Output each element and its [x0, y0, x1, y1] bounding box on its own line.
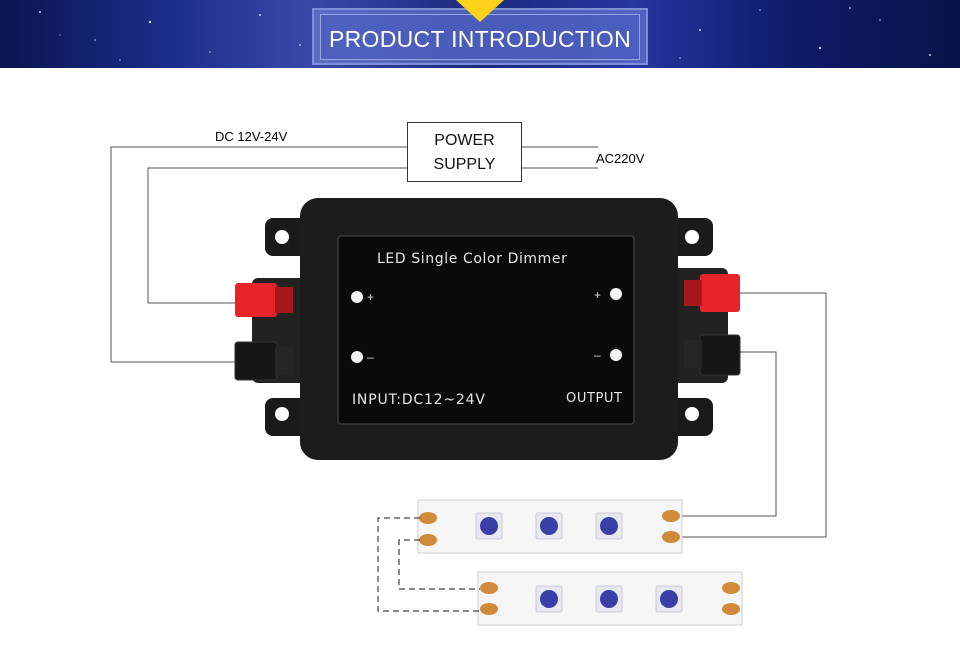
input-negative-terminal — [234, 341, 278, 381]
input-plus-symbol: + — [367, 290, 374, 304]
input-minus-symbol: – — [367, 350, 374, 364]
output-label: OUTPUT — [566, 391, 623, 406]
power-supply-line2: SUPPLY — [433, 156, 496, 173]
output-minus-dot — [610, 349, 622, 361]
title-pointer-triangle — [456, 0, 504, 22]
led-chip — [660, 590, 678, 608]
power-supply-box: POWER SUPPLY — [407, 122, 522, 182]
input-voltage-label: INPUT:DC12~24V — [352, 392, 486, 408]
strip-interconnect-wires — [377, 517, 480, 612]
output-plus-dot — [610, 288, 622, 300]
device-panel — [337, 235, 635, 425]
starfield-decoration — [39, 7, 931, 61]
input-positive-terminal — [235, 283, 277, 317]
led-chip — [540, 517, 558, 535]
dc-positive-wire — [147, 167, 407, 304]
output-negative-wire — [680, 351, 777, 517]
input-plus-dot — [351, 291, 363, 303]
dc-voltage-label: DC 12V-24V — [215, 129, 288, 144]
ac-voltage-label: AC220V — [596, 151, 645, 166]
output-negative-terminal — [699, 334, 741, 376]
panel-title: LED Single Color Dimmer — [377, 251, 567, 267]
dc-wires — [110, 146, 827, 538]
led-strip-top — [417, 499, 683, 554]
output-positive-wire — [680, 292, 827, 538]
led-chip — [540, 590, 558, 608]
power-supply-line1: POWER — [434, 132, 495, 149]
dc-negative-wire — [110, 146, 407, 363]
page-title: PRODUCT INTRODUCTION — [328, 26, 631, 52]
output-minus-symbol: – — [594, 348, 601, 362]
dimmer-device: + – + – LED Single Color Dimmer INPUT:DC… — [234, 198, 741, 460]
led-chip — [600, 590, 618, 608]
output-positive-terminal — [700, 274, 740, 312]
led-chip — [480, 517, 498, 535]
output-plus-symbol: + — [594, 288, 601, 302]
input-minus-dot — [351, 351, 363, 363]
led-chip — [600, 517, 618, 535]
led-strip-bottom — [477, 571, 743, 626]
